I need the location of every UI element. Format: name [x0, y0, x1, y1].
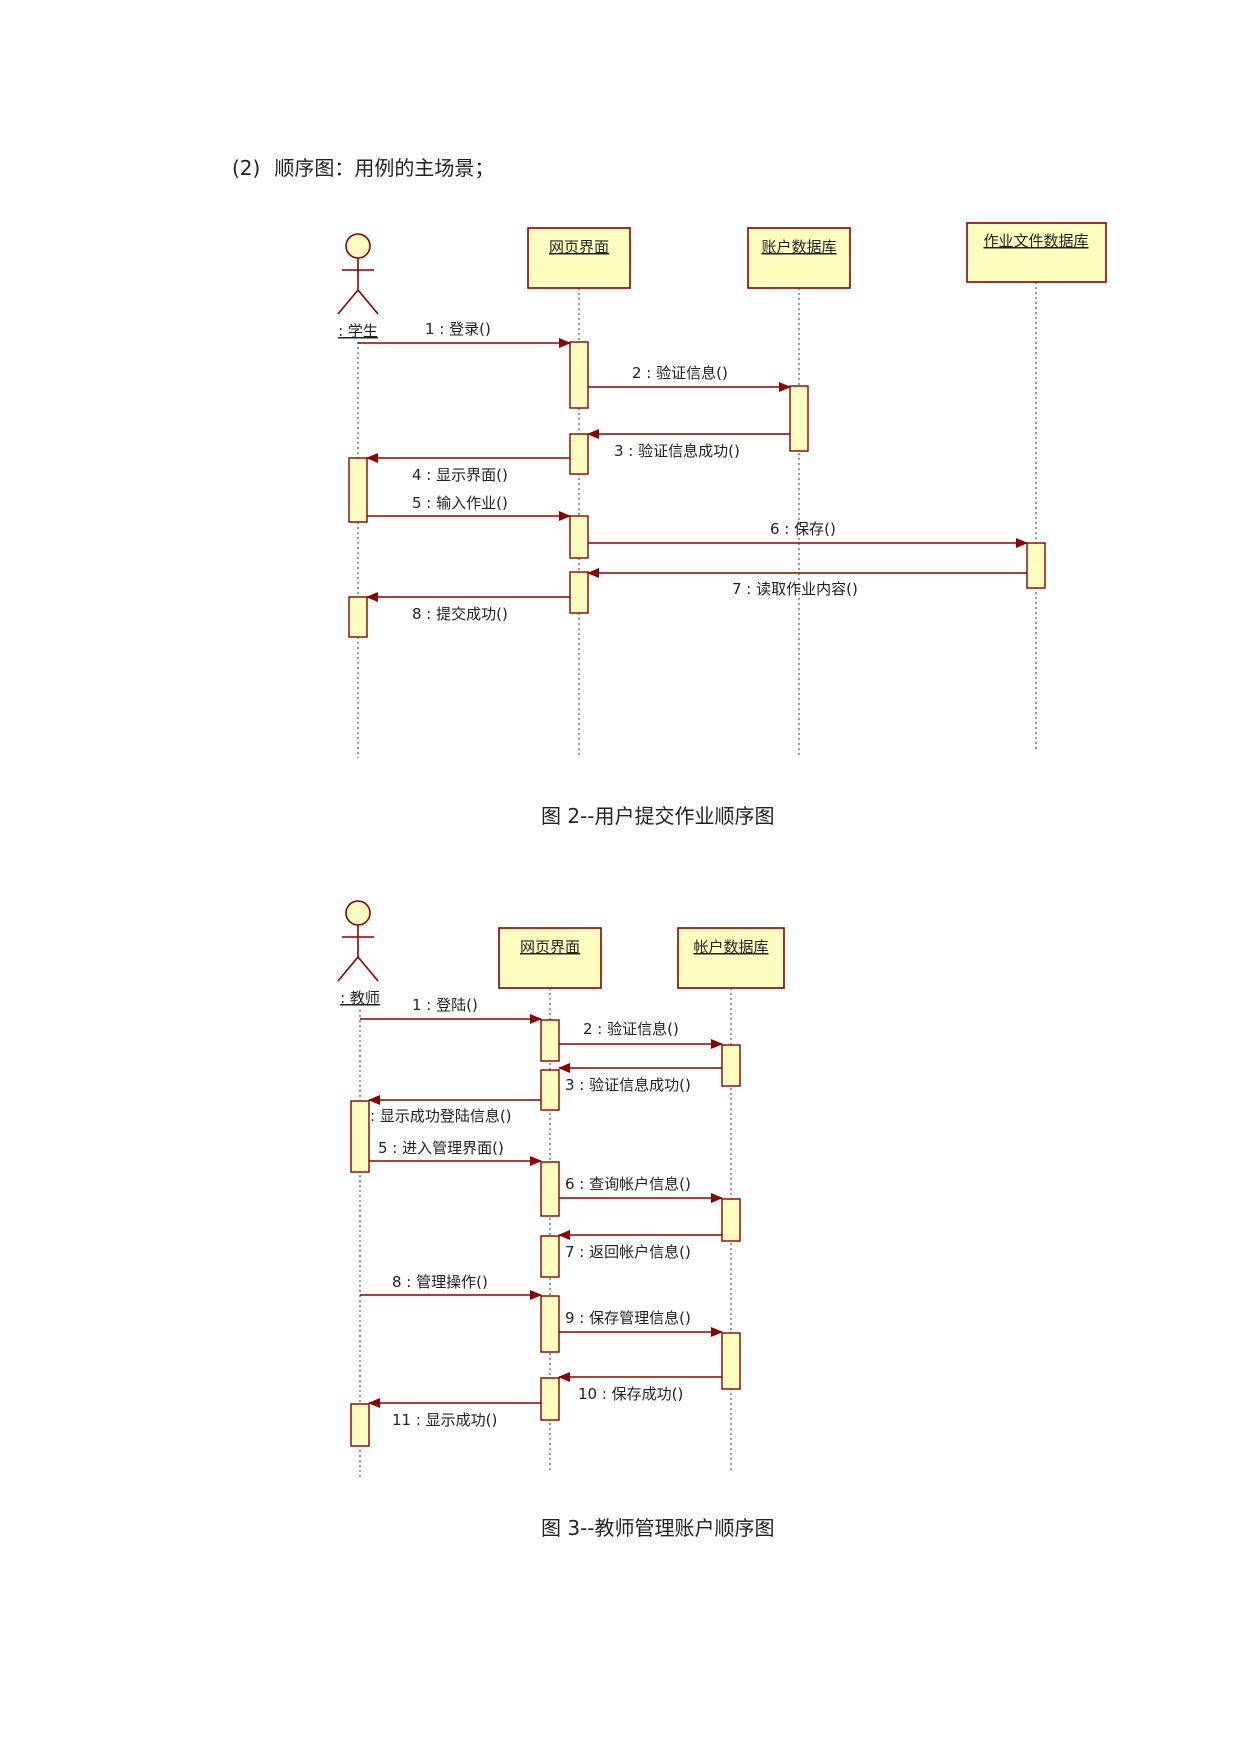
activation2-web-ui-3: [540, 1161, 560, 1217]
figure-3-caption: 图 3--教师管理账户顺序图: [541, 1516, 775, 1540]
message2-11-label: 11 : 显示成功(): [392, 1411, 497, 1429]
activation-student-1: [348, 457, 368, 523]
activation2-account-db-3: [721, 1332, 741, 1390]
object-account-db-2-label: 帐户数据库: [693, 938, 768, 956]
message2-6-label: 6 : 查询帐户信息(): [565, 1175, 691, 1193]
message-6-label: 6 : 保存(): [770, 520, 836, 538]
activation-homework-db-1: [1026, 542, 1046, 589]
message2-10-label: 10 : 保存成功(): [578, 1385, 683, 1403]
message-8-label: 8 : 提交成功(): [412, 605, 508, 623]
message-2-label: 2 : 验证信息(): [632, 364, 728, 382]
message-3-label: 3 : 验证信息成功(): [614, 442, 740, 460]
sequence-diagram-1: : 学生 网页界面 账户数据库 作业文件数据库: [337, 222, 1107, 758]
message2-3-label: 3 : 验证信息成功(): [565, 1076, 691, 1094]
section-number: (2): [232, 156, 261, 180]
object-homework-db: 作业文件数据库: [966, 222, 1107, 283]
activation2-account-db-1: [721, 1044, 741, 1087]
activation2-web-ui-5: [540, 1295, 560, 1353]
object-web-ui-2-label: 网页界面: [520, 938, 580, 956]
activation2-web-ui-4: [540, 1235, 560, 1278]
message2-2-label: 2 : 验证信息(): [583, 1020, 679, 1038]
message2-8-label: 8 : 管理操作(): [392, 1273, 488, 1291]
activation-web-ui-2: [569, 433, 589, 475]
message2-5-label: 5 : 进入管理界面(): [378, 1139, 504, 1157]
activation2-account-db-2: [721, 1198, 741, 1242]
activation-web-ui-3: [569, 515, 589, 559]
activation-web-ui-4: [569, 571, 589, 614]
activation2-web-ui-6: [540, 1377, 560, 1421]
activation-student-2: [348, 596, 368, 638]
sequence-diagram-2: : 教师 网页界面 帐户数据库: [337, 900, 785, 1478]
object-web-ui-label: 网页界面: [549, 238, 609, 256]
section-heading: (2) 顺序图：用例的主场景；: [232, 152, 494, 181]
activation-account-db-1: [789, 385, 809, 452]
object-account-db-label: 账户数据库: [761, 238, 836, 256]
object-web-ui-2: 网页界面: [498, 927, 602, 989]
message-7-label: 7 : 读取作业内容(): [732, 580, 858, 598]
message2-1-label: 1 : 登陆(): [412, 996, 478, 1014]
message2-4-label: : 显示成功登陆信息(): [370, 1107, 512, 1125]
activation2-teacher-2: [350, 1403, 370, 1447]
actor-student-icon: [337, 233, 379, 315]
activation2-teacher-1: [350, 1100, 370, 1173]
figure-2-caption: 图 2--用户提交作业顺序图: [541, 804, 775, 828]
actor-teacher-icon: [337, 900, 379, 982]
object-homework-db-label: 作业文件数据库: [983, 232, 1088, 250]
activation-web-ui-1: [569, 341, 589, 409]
message2-7-label: 7 : 返回帐户信息(): [565, 1243, 691, 1261]
object-account-db: 账户数据库: [747, 227, 851, 289]
message2-9-label: 9 : 保存管理信息(): [565, 1309, 691, 1327]
activation2-web-ui-1: [540, 1019, 560, 1062]
message-1-label: 1 : 登录(): [425, 320, 491, 338]
message-4-label: 4 : 显示界面(): [412, 466, 508, 484]
object-account-db-2: 帐户数据库: [677, 927, 785, 989]
message-5-label: 5 : 输入作业(): [412, 494, 508, 512]
section-title: 顺序图：用例的主场景；: [274, 156, 495, 180]
actor-teacher-label: : 教师: [340, 989, 380, 1007]
object-web-ui: 网页界面: [527, 227, 631, 289]
actor-student-label: : 学生: [338, 322, 378, 340]
activation2-web-ui-2: [540, 1069, 560, 1111]
